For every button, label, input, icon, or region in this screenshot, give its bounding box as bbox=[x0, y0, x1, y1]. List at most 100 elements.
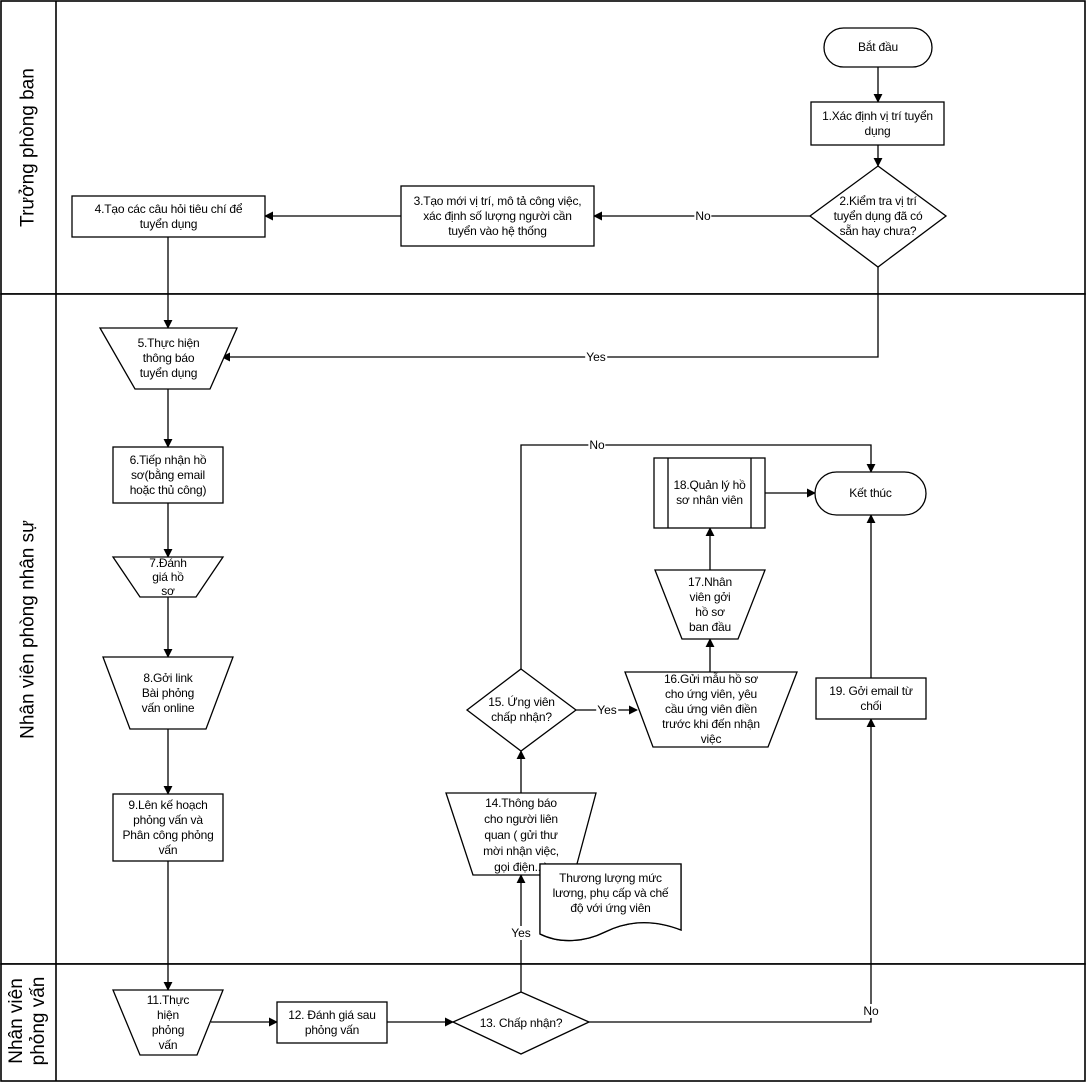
label-n7: 7.Đánh giá hồ sơ bbox=[113, 555, 223, 599]
label-line: sơ nhân viên bbox=[676, 493, 743, 507]
label-line: 8.Gởi link bbox=[143, 670, 193, 685]
label-line: 2.Kiểm tra vị trí bbox=[839, 194, 917, 208]
label-line: 4.Tạo các câu hỏi tiêu chí để bbox=[94, 201, 243, 216]
label-line: độ với ứng viên bbox=[570, 900, 651, 915]
label-line: cho người liên bbox=[484, 812, 558, 826]
label-line: sơ bbox=[161, 584, 175, 598]
label-line: Bài phỏng bbox=[141, 685, 195, 700]
label-n12: 12. Đánh giá sau phỏng vấn bbox=[277, 1002, 387, 1043]
label-line: 5.Thực hiện bbox=[137, 336, 200, 350]
edge-label-yes-13-14: Yes bbox=[510, 926, 532, 940]
label-line: phỏng vấn bbox=[304, 1022, 360, 1037]
label-line: lương, phụ cấp và chế bbox=[552, 885, 669, 900]
node-n15[interactable] bbox=[465, 668, 578, 752]
edge-n15-end bbox=[520, 444, 876, 669]
node-n6[interactable] bbox=[112, 446, 224, 504]
label-line: cầu ứng viên điền bbox=[664, 702, 758, 716]
label-line: trước khi đến nhận bbox=[662, 717, 760, 731]
node-n16[interactable] bbox=[624, 671, 798, 748]
node-n7[interactable] bbox=[111, 556, 225, 598]
label-line: 11.Thực bbox=[146, 992, 190, 1007]
note-document-shape bbox=[539, 863, 682, 942]
node-n17[interactable] bbox=[654, 569, 766, 640]
node-n8[interactable] bbox=[102, 656, 234, 730]
label-line: Kết thúc bbox=[849, 486, 892, 500]
label-n19: 19. Gởi email từ chối bbox=[816, 678, 926, 719]
node-n4[interactable] bbox=[71, 195, 266, 238]
label-line: 14.Thông báo bbox=[485, 796, 557, 810]
edge-n13-n19 bbox=[589, 718, 876, 1023]
node-n2[interactable] bbox=[808, 165, 948, 268]
label-line: gọi điện...) bbox=[494, 860, 548, 874]
label-line: vấn bbox=[158, 842, 178, 857]
label-n2: 2.Kiểm tra vị trí tuyển dụng đã có sẵn h… bbox=[810, 166, 946, 267]
node-n3[interactable] bbox=[400, 185, 595, 247]
label-n16: 16.Gửi mẫu hồ sơ cho ứng viên, yêu cầu ứ… bbox=[625, 672, 797, 747]
label-n3: 3.Tạo mới vị trí, mô tả công việc, xác đ… bbox=[401, 186, 594, 246]
label-line: 16.Gửi mẫu hồ sơ bbox=[663, 672, 759, 686]
label-line: giá hồ bbox=[152, 570, 184, 584]
label-line: Phân công phỏng bbox=[122, 827, 214, 842]
label-line: vấn bbox=[158, 1037, 178, 1052]
label-line: 15. Ứng viên bbox=[488, 695, 555, 709]
label-end: Kết thúc bbox=[815, 472, 926, 515]
edge-label-yes-15-16: Yes bbox=[596, 703, 618, 717]
label-line: thông báo bbox=[142, 351, 195, 365]
label-n14: 14.Thông báo cho người liên quan ( gửi t… bbox=[446, 795, 596, 875]
label-start: Bắt đầu bbox=[824, 28, 932, 67]
label-line: vấn online bbox=[141, 700, 195, 715]
label-n6: 6.Tiếp nhận hồ sơ(bằng email hoặc thủ cô… bbox=[113, 447, 223, 503]
label-line: 19. Gởi email từ bbox=[829, 683, 913, 698]
label-line: tuyển dụng đã có bbox=[833, 209, 923, 223]
label-line: chấp nhận? bbox=[491, 710, 552, 724]
label-line: sơ(bằng email bbox=[131, 467, 205, 482]
edge-label-yes-2-5: Yes bbox=[585, 350, 607, 364]
node-n9[interactable] bbox=[112, 793, 224, 862]
label-line: 12. Đánh giá sau bbox=[288, 1007, 376, 1022]
label-line: 17.Nhân bbox=[688, 574, 732, 589]
node-n18[interactable] bbox=[653, 457, 766, 529]
node-n5[interactable] bbox=[98, 327, 238, 390]
label-line: hiện bbox=[157, 1007, 179, 1022]
label-line: sẵn hay chưa? bbox=[839, 224, 917, 238]
label-n4: 4.Tạo các câu hỏi tiêu chí để tuyển dụng bbox=[72, 196, 265, 237]
label-line: tuyển dụng bbox=[139, 366, 198, 380]
label-line: phỏng bbox=[151, 1022, 185, 1037]
label-line: hoặc thủ công) bbox=[129, 482, 207, 497]
label-line: tuyển dụng bbox=[139, 216, 198, 231]
label-n13: 13. Chấp nhận? bbox=[453, 992, 589, 1054]
node-n1[interactable] bbox=[810, 101, 945, 146]
label-n11: 11.Thực hiện phỏng vấn bbox=[113, 990, 223, 1055]
edge-label-no-2-3: No bbox=[694, 209, 712, 223]
label-line: 7.Đánh bbox=[149, 556, 187, 570]
edge-label-no-13-19: No bbox=[862, 1004, 880, 1018]
label-line: 1.Xác định vị trí tuyển bbox=[822, 108, 933, 123]
label-line: 18.Quản lý hồ bbox=[673, 478, 746, 492]
node-start[interactable] bbox=[823, 27, 933, 68]
node-end[interactable] bbox=[814, 471, 927, 516]
label-line: Bắt đầu bbox=[858, 40, 898, 54]
label-n18: 18.Quản lý hồ sơ nhân viên bbox=[668, 458, 751, 528]
node-n12[interactable] bbox=[276, 1001, 388, 1044]
edge-n2-n5 bbox=[221, 267, 879, 362]
label-line: quan ( gửi thư bbox=[484, 828, 558, 842]
label-line: Thương lượng mức bbox=[559, 870, 662, 885]
label-n15: 15. Ứng viên chấp nhận? bbox=[467, 669, 576, 751]
label-line: tuyển vào hệ thống bbox=[448, 223, 547, 238]
label-line: ban đầu bbox=[689, 619, 731, 634]
label-line: hồ sơ bbox=[695, 604, 725, 619]
label-line: 13. Chấp nhận? bbox=[479, 1015, 563, 1030]
label-line: cho ứng viên, yêu bbox=[664, 687, 758, 701]
label-line: xác định số lượng người cần bbox=[423, 208, 572, 223]
label-line: 6.Tiếp nhận hồ bbox=[129, 452, 207, 467]
label-line: phỏng vấn và bbox=[133, 812, 203, 827]
label-n5: 5.Thực hiện thông báo tuyển dụng bbox=[100, 328, 237, 389]
label-n1: 1.Xác định vị trí tuyển dụng bbox=[811, 102, 944, 145]
label-line: 3.Tạo mới vị trí, mô tả công việc, bbox=[413, 193, 582, 208]
node-n19[interactable] bbox=[815, 677, 927, 720]
label-note: Thương lượng mức lương, phụ cấp và chế đ… bbox=[540, 864, 681, 922]
node-n13[interactable] bbox=[451, 991, 591, 1055]
label-line: viên gởi bbox=[689, 589, 731, 604]
node-n11[interactable] bbox=[112, 989, 224, 1056]
